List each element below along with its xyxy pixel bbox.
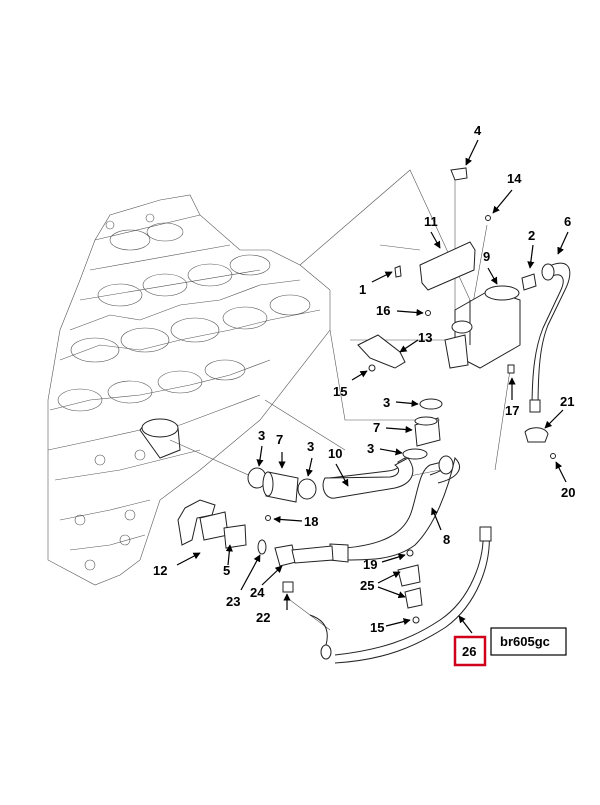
- part-22-cap: [282, 581, 294, 593]
- callout-3-right-a: 3: [383, 395, 390, 410]
- part-1-bolt: [394, 265, 402, 278]
- callout-24: 24: [250, 585, 265, 600]
- reference-code: br605gc: [500, 634, 550, 649]
- callout-3-left-a: 3: [258, 428, 265, 443]
- callout-20: 20: [561, 485, 575, 500]
- part-6-hose: [529, 262, 571, 413]
- part-13-bracket: [357, 334, 406, 369]
- part-16-bolt: [425, 310, 431, 316]
- part-3-clamp-a: [419, 398, 443, 410]
- part-12-elbow: [177, 499, 216, 546]
- part-25-bracket-a: [397, 564, 421, 587]
- callout-14: 14: [507, 171, 522, 186]
- part-19-nut: [406, 549, 414, 557]
- part-25-bracket-b: [404, 587, 423, 609]
- callout-labels: 4 14 11 6 2 9 1 16 13 15 17 21 20 3 7 3 …: [153, 123, 575, 635]
- callout-3-right-b: 3: [367, 441, 374, 456]
- part-8-tube: [329, 455, 460, 563]
- callout-19: 19: [363, 557, 377, 572]
- callout-15-b: 15: [370, 620, 384, 635]
- highlighted-callout: 26: [453, 635, 487, 667]
- callout-22: 22: [256, 610, 270, 625]
- reference-code-box: br605gc: [490, 627, 567, 656]
- callout-25: 25: [360, 578, 374, 593]
- callout-17: 17: [505, 403, 519, 418]
- part-20-nut: [550, 453, 556, 459]
- leader-arrows: [176, 139, 569, 634]
- callout-10: 10: [328, 446, 342, 461]
- callout-11: 11: [424, 214, 438, 229]
- callout-5: 5: [223, 563, 230, 578]
- part-2-fitting: [521, 273, 537, 291]
- callout-23: 23: [226, 594, 240, 609]
- part-15-nut-b: [412, 616, 420, 624]
- part-23-gasket: [257, 539, 267, 555]
- part-3-clamp-d: [297, 478, 317, 500]
- part-11-bracket: [419, 241, 476, 291]
- callout-7-left: 7: [276, 432, 283, 447]
- callout-1: 1: [359, 282, 366, 297]
- part-3-clamp-b: [402, 448, 428, 460]
- callout-2: 2: [528, 228, 535, 243]
- callout-26: 26: [462, 644, 476, 659]
- parts: [177, 167, 571, 664]
- callout-18: 18: [304, 514, 318, 529]
- part-14-bolt: [485, 215, 491, 221]
- callout-21: 21: [560, 394, 574, 409]
- callout-8: 8: [443, 532, 450, 547]
- part-9-separator: [444, 285, 521, 369]
- callout-16: 16: [376, 303, 390, 318]
- part-15-nut: [368, 364, 376, 372]
- callout-4: 4: [474, 123, 482, 138]
- part-26-tube: [309, 526, 492, 664]
- callout-7-right: 7: [373, 420, 380, 435]
- callout-13: 13: [418, 330, 432, 345]
- highlight-box: [453, 635, 487, 667]
- part-4-cap: [450, 167, 468, 181]
- callout-9: 9: [483, 249, 490, 264]
- part-21-clamp: [524, 427, 549, 443]
- callout-3-left-b: 3: [307, 439, 314, 454]
- callout-12: 12: [153, 563, 167, 578]
- part-18-nut: [265, 515, 271, 521]
- engine-block: [47, 194, 331, 586]
- callout-15-a: 15: [333, 384, 347, 399]
- callout-6: 6: [564, 214, 571, 229]
- part-17-bolt: [507, 364, 515, 374]
